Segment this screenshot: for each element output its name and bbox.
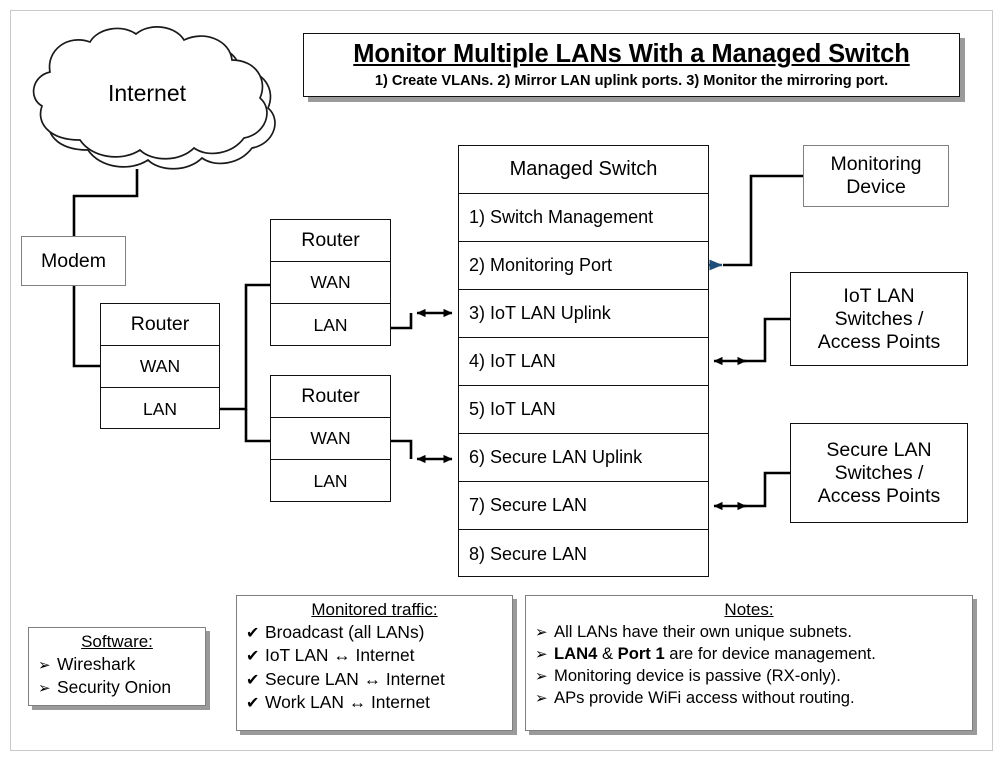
- switch-title: Managed Switch: [459, 146, 708, 194]
- notes-list: ➢ All LANs have their own unique subnets.…: [535, 621, 963, 709]
- list-item-label: Secure LAN ↔ Internet: [265, 668, 445, 689]
- iot-lan-switches-box: IoT LAN Switches / Access Points: [790, 272, 968, 366]
- arrow-bullet-icon: ➢: [38, 657, 51, 674]
- managed-switch: Managed Switch 1) Switch Management 2) M…: [458, 145, 709, 577]
- cloud-icon: [32, 26, 276, 170]
- secure-lan-line3: Access Points: [817, 484, 941, 507]
- modem-label: Modem: [40, 249, 107, 272]
- router-main: Router WAN LAN: [100, 303, 220, 429]
- list-item-label: Wireshark: [57, 654, 136, 674]
- router-bottom-wan: WAN: [271, 418, 390, 460]
- iot-lan-line1: IoT LAN: [843, 284, 915, 307]
- list-item-label: APs provide WiFi access without routing.: [554, 688, 855, 708]
- software-title: Software:: [81, 632, 153, 651]
- arrow-bullet-icon: ➢: [535, 646, 548, 664]
- list-item-label: All LANs have their own unique subnets.: [554, 622, 852, 641]
- list-item: ✔ IoT LAN ↔ Internet: [246, 644, 503, 667]
- check-icon: ✔: [246, 671, 260, 689]
- list-item-label: Broadcast (all LANs): [265, 622, 425, 642]
- switch-port-3: 3) IoT LAN Uplink: [459, 290, 708, 338]
- secure-lan-line1: Secure LAN: [826, 438, 932, 461]
- monitored-traffic-title: Monitored traffic:: [311, 600, 438, 619]
- monitored-traffic-list: ✔ Broadcast (all LANs) ✔ IoT LAN ↔ Internet…: [246, 621, 503, 714]
- list-item: ✔ Work LAN ↔ Internet: [246, 691, 503, 714]
- router-top: Router WAN LAN: [270, 219, 391, 346]
- list-item: ➢ APs provide WiFi access without routing…: [535, 687, 963, 709]
- router-top-wan: WAN: [271, 262, 390, 304]
- list-item: ✔ Secure LAN ↔ Internet: [246, 668, 503, 691]
- list-item: ➢ Security Onion: [38, 676, 196, 699]
- list-item-label: IoT LAN ↔ Internet: [265, 645, 415, 666]
- page-subtitle: 1) Create VLANs. 2) Mirror LAN uplink po…: [374, 73, 889, 90]
- cloud-label: Internet: [108, 80, 186, 106]
- arrow-bullet-icon: ➢: [535, 668, 548, 686]
- monitoring-device-line1: Monitoring: [830, 153, 922, 175]
- list-item: ➢ All LANs have their own unique subnets.: [535, 621, 963, 643]
- software-list: ➢ Wireshark ➢ Security Onion: [38, 653, 196, 699]
- router-top-title: Router: [271, 220, 390, 262]
- list-item-label: LAN4 & Port 1 are for device management.: [554, 644, 876, 664]
- monitoring-device-line2: Device: [846, 176, 906, 198]
- internet-cloud: Internet: [18, 22, 298, 177]
- list-item: ➢ LAN4 & Port 1 are for device management…: [535, 643, 963, 665]
- switch-port-8: 8) Secure LAN: [469, 543, 588, 564]
- switch-port-7: 7) Secure LAN: [459, 482, 708, 530]
- diagram-frame: [10, 10, 993, 751]
- list-item-label: Security Onion: [57, 677, 172, 698]
- router-bottom-lan: LAN: [313, 470, 348, 491]
- switch-port-4: 4) IoT LAN: [459, 338, 708, 386]
- arrow-bullet-icon: ➢: [535, 624, 548, 641]
- switch-port-5: 5) IoT LAN: [459, 386, 708, 434]
- monitoring-device-box: Monitoring Device: [803, 145, 949, 207]
- check-icon: ✔: [246, 648, 260, 666]
- monitored-traffic-box: Monitored traffic: ✔ Broadcast (all LANs)…: [236, 595, 513, 731]
- page-title: Monitor Multiple LANs With a Managed Swi…: [353, 40, 910, 69]
- notes-box: Notes: ➢ All LANs have their own unique s…: [525, 595, 973, 731]
- iot-lan-line3: Access Points: [817, 330, 941, 353]
- list-item: ➢ Monitoring device is passive (RX-only).: [535, 665, 963, 687]
- list-item-label: Work LAN ↔ Internet: [265, 691, 430, 712]
- check-icon: ✔: [246, 625, 260, 642]
- router-main-wan: WAN: [101, 346, 219, 388]
- list-item: ✔ Broadcast (all LANs): [246, 621, 503, 644]
- check-icon: ✔: [246, 694, 260, 712]
- router-bottom-title: Router: [271, 376, 390, 418]
- list-item-label: Monitoring device is passive (RX-only).: [554, 666, 841, 686]
- switch-port-1: 1) Switch Management: [459, 194, 708, 242]
- router-top-lan: LAN: [313, 314, 348, 335]
- secure-lan-switches-box: Secure LAN Switches / Access Points: [790, 423, 968, 523]
- notes-title: Notes:: [724, 600, 774, 619]
- software-box: Software: ➢ Wireshark ➢ Security Onion: [28, 627, 206, 706]
- secure-lan-line2: Switches /: [834, 461, 924, 484]
- list-item: ➢ Wireshark: [38, 653, 196, 676]
- router-main-title: Router: [101, 304, 219, 346]
- switch-port-6: 6) Secure LAN Uplink: [459, 434, 708, 482]
- title-box: Monitor Multiple LANs With a Managed Swi…: [303, 33, 960, 97]
- iot-lan-line2: Switches /: [834, 307, 924, 330]
- switch-port-2: 2) Monitoring Port: [459, 242, 708, 290]
- router-bottom: Router WAN LAN: [270, 375, 391, 502]
- router-main-lan: LAN: [142, 398, 178, 419]
- arrow-bullet-icon: ➢: [38, 680, 51, 698]
- modem-box: Modem: [21, 236, 126, 286]
- arrow-bullet-icon: ➢: [535, 690, 548, 708]
